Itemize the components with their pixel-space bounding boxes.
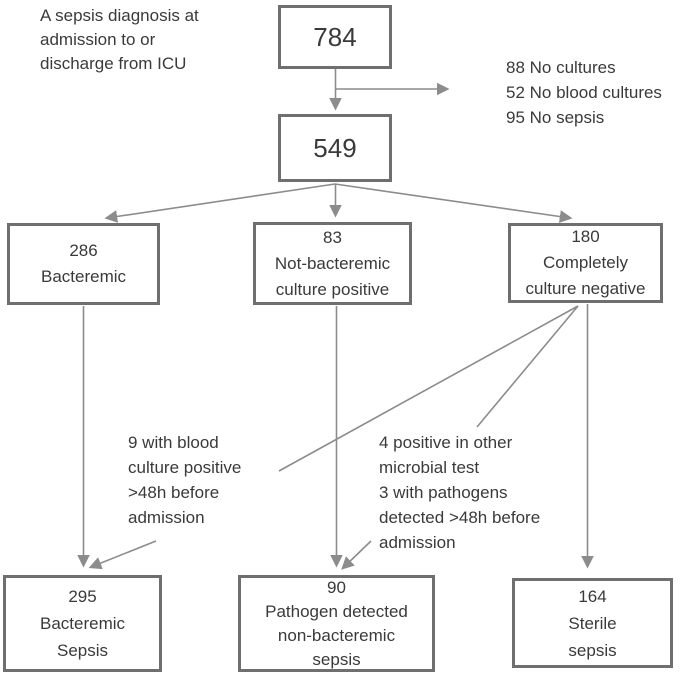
exclusion-item: 52 No blood cultures [506,83,662,102]
note-line: 4 positive in other [379,433,513,452]
caption-line: A sepsis diagnosis at [40,6,199,25]
box-sterile-sepsis-label: sepsis [568,640,617,660]
connector-180-other-test-note [476,305,579,428]
connector-other-test-note-90 [341,540,372,570]
box-bacteremic-sepsis-label: Sepsis [56,641,109,660]
note-line: >48h before [128,483,220,502]
note-line: culture positive [128,458,242,477]
note-blood-culture: 9 with blood culture positive >48h befor… [128,430,241,530]
box-pathogen-detected-sepsis-label: Pathogen detected [265,601,408,621]
box-not-bacteremic: 83 Not-bacteremic culture positive [253,222,412,305]
box-sterile-sepsis: 164 Sterile sepsis [512,578,673,668]
box-not-bacteremic-value: 83 [323,227,342,247]
note-line: admission [379,533,456,552]
note-line: microbial test [379,458,480,477]
caption-line: discharge from ICU [40,54,187,73]
box-pathogen-detected-sepsis: 90 Pathogen detected non-bacteremic seps… [238,575,435,672]
box-pathogen-detected-sepsis-value: 90 [327,577,346,597]
note-line: detected >48h before [379,508,541,527]
note-other-tests: 4 positive in other microbial test 3 wit… [379,430,540,555]
caption-line: admission to or [40,30,156,49]
box-sterile-sepsis-value: 164 [578,586,607,606]
box-included: 549 [278,114,392,182]
box-bacteremic-sepsis: 295 Bacteremic Sepsis [3,575,162,672]
box-pathogen-detected-sepsis-label: non-bacteremic [277,625,396,645]
box-culture-negative: 180 Completely culture negative [508,223,663,303]
box-total: 784 [278,5,392,69]
box-included-value: 549 [313,133,357,163]
box-bacteremic-sepsis-label: Bacteremic [39,614,126,633]
note-line: 3 with pathogens [379,483,508,502]
exclusion-item: 95 No sepsis [506,108,605,127]
note-line: 9 with blood [128,433,219,452]
box-bacteremic-label: Bacteremic [40,267,127,286]
box-bacteremic-sepsis-value: 295 [68,587,97,606]
box-not-bacteremic-label: culture positive [275,279,390,299]
exclusion-list: 88 No cultures 52 No blood cultures 95 N… [506,55,662,130]
box-sterile-sepsis-label: Sterile [568,613,617,633]
box-bacteremic-value: 286 [69,241,98,260]
box-pathogen-detected-sepsis-label: sepsis [312,649,361,669]
box-total-value: 784 [313,22,357,52]
box-culture-negative-value: 180 [571,227,600,246]
connector-549-180 [334,183,573,223]
box-culture-negative-label: Completely [542,253,629,272]
note-line: admission [128,508,205,527]
exclusion-item: 88 No cultures [506,58,616,77]
connector-180-blood-culture-note [278,305,579,472]
box-culture-negative-label: culture negative [525,279,646,298]
connector-549-286 [104,183,336,223]
connector-blood-culture-note-295 [88,540,157,570]
box-not-bacteremic-label: Not-bacteremic [274,253,391,273]
box-bacteremic: 286 Bacteremic [7,223,160,305]
caption: A sepsis diagnosis at admission to or di… [40,4,199,76]
